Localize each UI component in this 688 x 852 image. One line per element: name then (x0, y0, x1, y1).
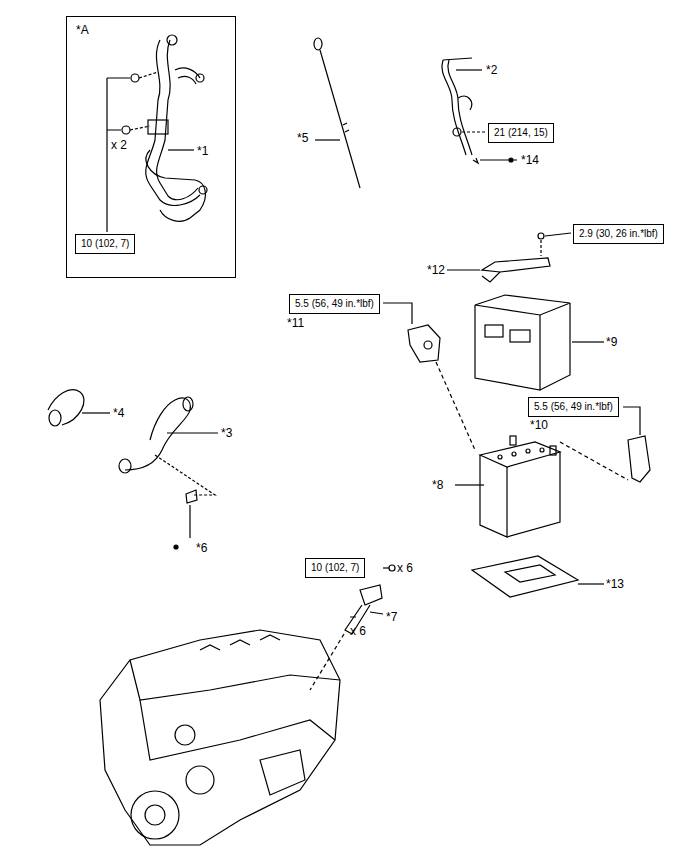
callout-number: *8 (432, 478, 443, 492)
torque-box: 5.5 (56, 49 in.*lbf) (289, 294, 380, 314)
callout-number: *11 (287, 316, 304, 330)
callout-number: *13 (606, 577, 624, 591)
callout-number: *5 (297, 131, 308, 145)
callout-number: *2 (486, 63, 497, 77)
oil-level-gauge (314, 38, 360, 188)
callout-number: *4 (113, 406, 124, 420)
quantity-label: x 2 (111, 138, 127, 152)
callout-number: *7 (386, 610, 397, 624)
callout-number: *12 (427, 263, 445, 277)
callout-number: *6 (196, 541, 207, 555)
ignition-coil (310, 565, 395, 690)
callout-number: *9 (606, 335, 617, 349)
callout-number: *3 (221, 426, 232, 440)
torque-value: 5.5 (56, 49 in.*lbf) (295, 298, 374, 310)
torque-value: 10 (102, 7) (311, 562, 359, 574)
callout-number: *1 (197, 144, 208, 158)
torque-value: 5.5 (56, 49 in.*lbf) (534, 401, 613, 413)
battery-cable (383, 303, 475, 450)
battery-case (475, 295, 604, 390)
battery (455, 436, 560, 537)
hose (48, 390, 218, 549)
battery-clamp (447, 233, 571, 282)
battery-tray (472, 556, 604, 597)
torque-value: 2.9 (30, 26 in.*lbf) (579, 228, 658, 240)
torque-box: 10 (102, 7) (75, 234, 135, 254)
quantity-label: x 6 (397, 561, 413, 575)
quantity-label: x 6 (350, 624, 366, 638)
engine-assembly (100, 630, 340, 845)
callout-number: *10 (530, 418, 548, 432)
water-pipe (107, 35, 207, 232)
torque-value: 10 (102, 7) (81, 238, 129, 250)
torque-box: 21 (214, 15) (488, 123, 554, 143)
battery-cable (560, 407, 650, 482)
callout-number: *A (76, 23, 89, 37)
torque-box: 10 (102, 7) (305, 558, 365, 578)
torque-box: 2.9 (30, 26 in.*lbf) (573, 224, 664, 244)
torque-value: 21 (214, 15) (494, 127, 548, 139)
callout-number: *14 (521, 153, 539, 167)
hose (442, 58, 517, 163)
torque-box: 5.5 (56, 49 in.*lbf) (528, 397, 619, 417)
detail-inset: *A x 2 *1 10 (102, 7) (66, 16, 236, 278)
